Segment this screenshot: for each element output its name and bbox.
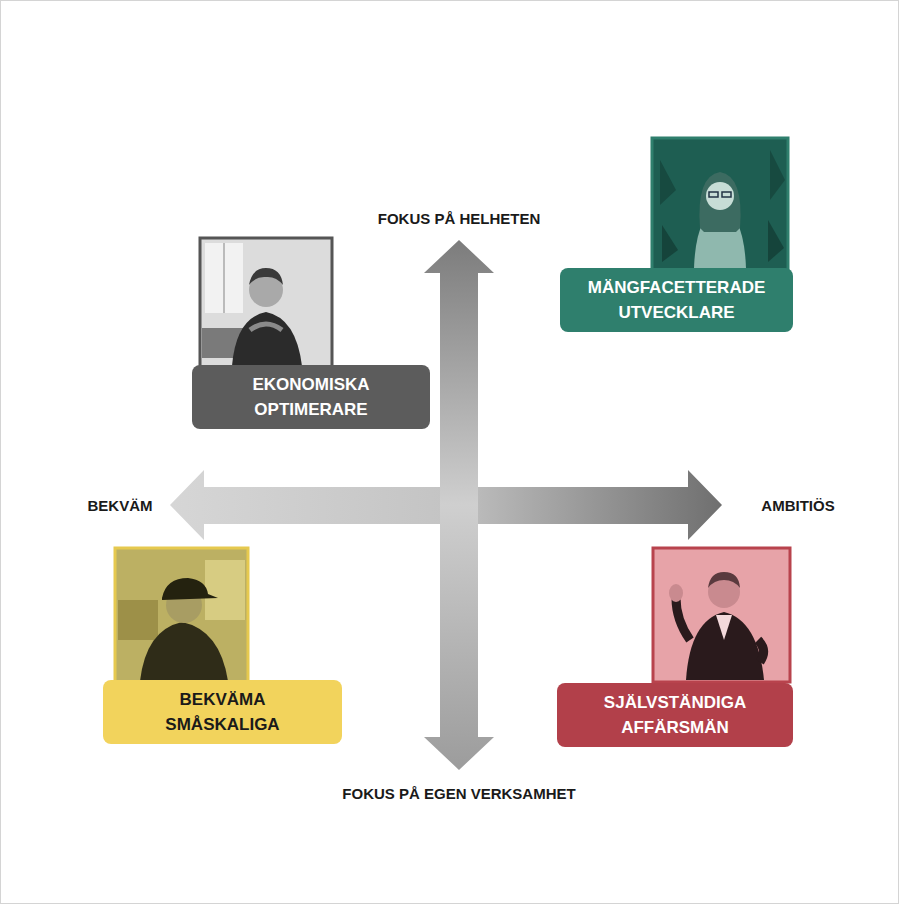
vertical-axis-arrow	[424, 240, 494, 770]
axis-label: FOKUS PÅ EGEN VERKSAMHET	[342, 784, 575, 804]
axis-label: AMBITIÖS	[761, 496, 834, 516]
portrait-photo	[200, 238, 332, 368]
axis-label: FOKUS PÅ HELHETEN	[378, 209, 541, 229]
portrait-photo	[652, 138, 788, 270]
persona-label: SJÄLVSTÄNDIGA AFFÄRSMÄN	[590, 690, 760, 740]
persona-box: BEKVÄMA SMÅSKALIGA	[103, 680, 342, 744]
portrait-photo	[115, 548, 248, 683]
axis-label: BEKVÄM	[87, 496, 152, 516]
portrait-photo	[653, 548, 790, 682]
persona-label: MÄNGFACETTERADE UTVECKLARE	[577, 275, 777, 325]
persona-box: MÄNGFACETTERADE UTVECKLARE	[560, 268, 793, 332]
persona-box: SJÄLVSTÄNDIGA AFFÄRSMÄN	[557, 683, 793, 747]
persona-label: BEKVÄMA SMÅSKALIGA	[148, 687, 298, 737]
persona-box: EKONOMISKA OPTIMERARE	[192, 365, 430, 429]
persona-label: EKONOMISKA OPTIMERARE	[236, 372, 386, 422]
